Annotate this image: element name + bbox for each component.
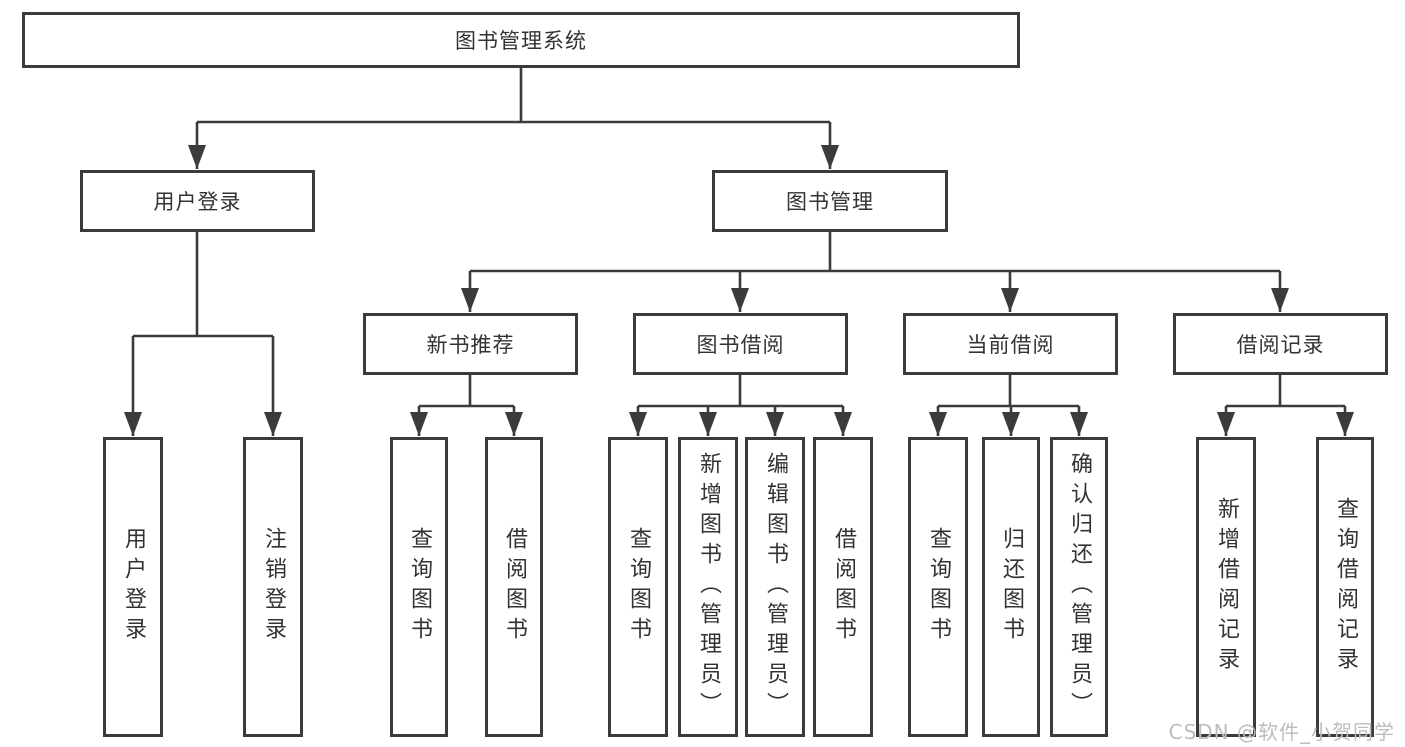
node-book-borrowing: 图书借阅 xyxy=(633,313,848,375)
leaf-user-login: 用户登录 xyxy=(103,437,163,737)
leaf-logout: 注销登录 xyxy=(243,437,303,737)
node-current-borrowing: 当前借阅 xyxy=(903,313,1118,375)
leaf-confirm-return-admin: 确认归还（管理员） xyxy=(1050,437,1108,737)
node-new-book-recommendation: 新书推荐 xyxy=(363,313,578,375)
leaf-query-books-3: 查询图书 xyxy=(908,437,968,737)
node-root-system: 图书管理系统 xyxy=(22,12,1020,68)
leaf-query-books-1: 查询图书 xyxy=(390,437,448,737)
leaf-query-books-2: 查询图书 xyxy=(608,437,668,737)
node-book-management: 图书管理 xyxy=(712,170,948,232)
node-borrowing-records: 借阅记录 xyxy=(1173,313,1388,375)
leaf-add-books-admin: 新增图书（管理员） xyxy=(678,437,738,737)
leaf-borrow-books-2: 借阅图书 xyxy=(813,437,873,737)
csdn-watermark: CSDN @软件_小贺同学 xyxy=(1168,720,1395,744)
leaf-edit-books-admin: 编辑图书（管理员） xyxy=(745,437,805,737)
leaf-return-books: 归还图书 xyxy=(982,437,1040,737)
leaf-query-borrow-record: 查询借阅记录 xyxy=(1316,437,1374,737)
leaf-borrow-books-1: 借阅图书 xyxy=(485,437,543,737)
leaf-add-borrow-record: 新增借阅记录 xyxy=(1196,437,1256,737)
node-user-login: 用户登录 xyxy=(80,170,315,232)
